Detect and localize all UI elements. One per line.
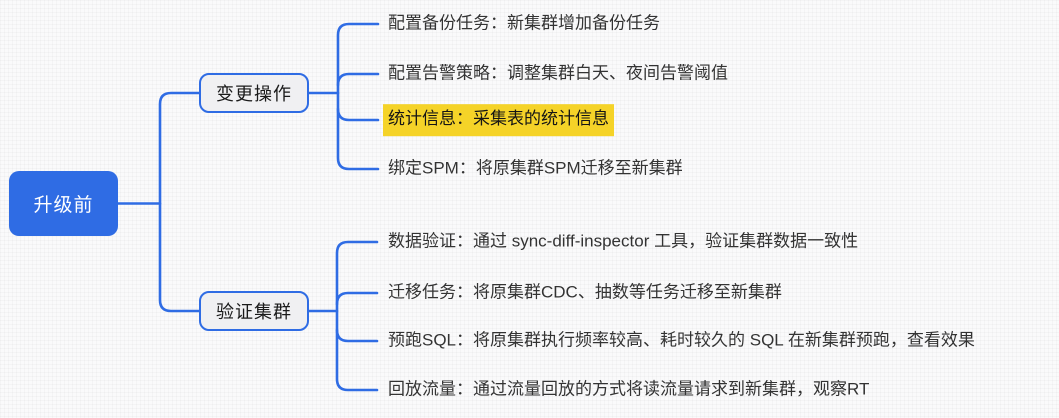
connector-branch2-trunk [335,240,379,392]
leaf-text: 绑定SPM：将原集群SPM迁移至新集群 [388,158,683,178]
leaf-data-verification[interactable]: 数据验证：通过 sync-diff-inspector 工具，验证集群数据一致性 [388,230,858,255]
leaf-backup-task[interactable]: 配置备份任务：新集群增加备份任务 [388,12,660,37]
connector-main-trunk [158,91,203,313]
leaf-alert-policy[interactable]: 配置告警策略：调整集群白天、夜间告警阈值 [388,62,728,87]
connector-branch2-leaf7 [335,328,379,343]
leaf-text: 预跑SQL：将原集群执行频率较高、耗时较久的 SQL 在新集群预跑，查看效果 [388,330,975,350]
branch-node-label: 变更操作 [216,84,292,104]
connector-branch1-leaf3 [336,107,380,122]
connector-branch1-leaf2 [336,72,380,87]
leaf-replay-traffic[interactable]: 回放流量：通过流量回放的方式将读流量请求到新集群，观察RT [388,378,869,403]
root-node-upgrade-before[interactable]: 升级前 [9,171,118,236]
root-node-label: 升级前 [33,195,94,216]
leaf-text: 数据验证：通过 sync-diff-inspector 工具，验证集群数据一致性 [388,231,859,251]
leaf-text: 配置告警策略：调整集群白天、夜间告警阈值 [388,63,728,83]
leaf-statistics-highlighted[interactable]: 统计信息：采集表的统计信息 [383,104,614,136]
leaf-migrate-tasks[interactable]: 迁移任务：将原集群CDC、抽数等任务迁移至新集群 [388,281,782,306]
connector-branch2-leaf6 [335,291,379,306]
branch-node-label: 验证集群 [216,302,292,322]
branch-node-verify-cluster[interactable]: 验证集群 [199,291,309,331]
leaf-prerun-sql[interactable]: 预跑SQL：将原集群执行频率较高、耗时较久的 SQL 在新集群预跑，查看效果 [388,329,975,354]
leaf-text: 回放流量：通过流量回放的方式将读流量请求到新集群，观察RT [388,379,870,399]
leaf-text: 统计信息：采集表的统计信息 [383,104,614,136]
branch-node-change-operations[interactable]: 变更操作 [199,73,309,113]
connector-branch1-trunk [336,22,380,171]
leaf-text: 配置备份任务：新集群增加备份任务 [388,13,660,33]
leaf-text: 迁移任务：将原集群CDC、抽数等任务迁移至新集群 [388,282,782,302]
leaf-bind-spm[interactable]: 绑定SPM：将原集群SPM迁移至新集群 [388,157,683,182]
